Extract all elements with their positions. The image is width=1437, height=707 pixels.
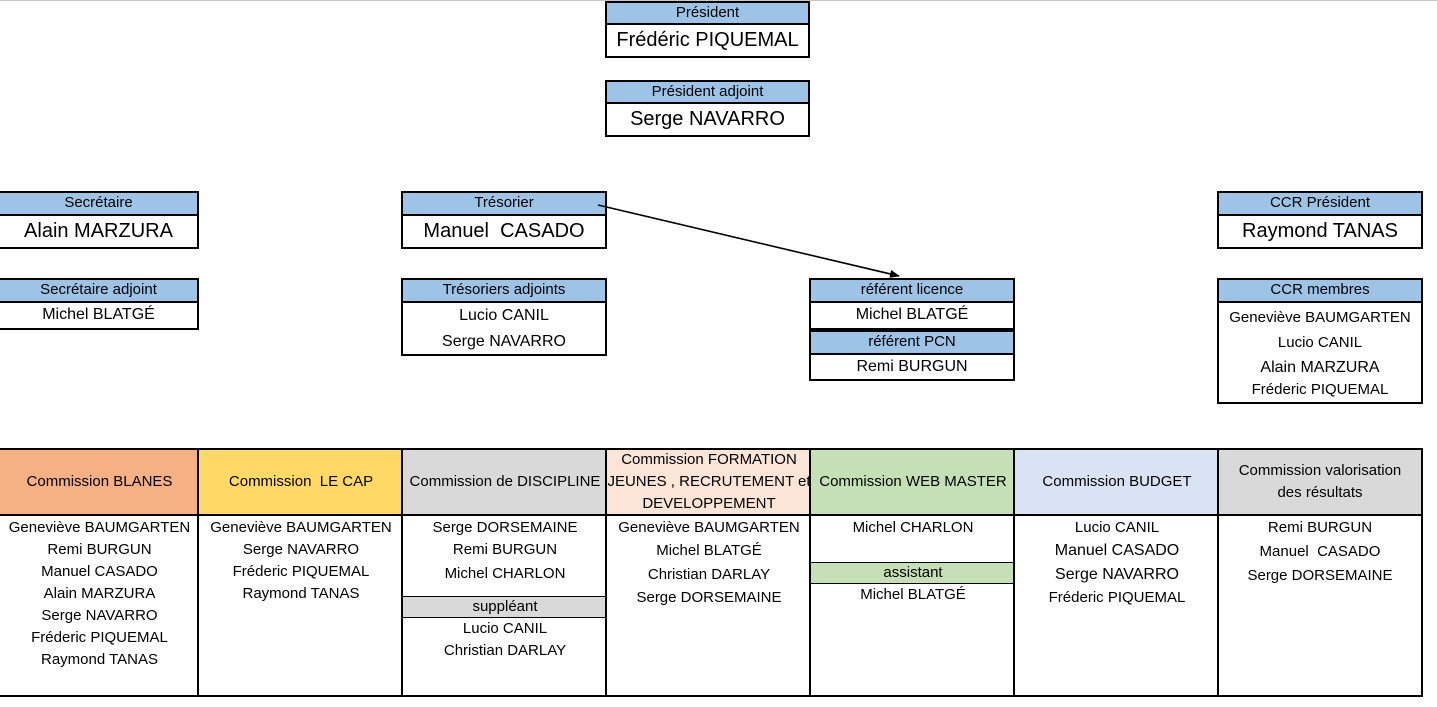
commission-subgroup-header: suppléant [403,596,607,618]
president-title: Président [605,1,810,25]
commission-member: Fréderic PIQUEMAL [1048,589,1186,606]
commission-member: Fréderic PIQUEMAL [31,629,168,646]
commission-formation-header: Commission FORMATION JEUNES , RECRUTEMEN… [605,448,811,516]
commission-blanes-members: Geneviève BAUMGARTEN Remi BURGUN Manuel … [0,516,199,697]
commission-member: Serge NAVARRO [1055,566,1179,583]
ccr-membres-title: CCR membres [1217,278,1423,303]
secretaire-adjoint-name: Michel BLATGÉ [0,303,199,330]
referent-licence-title: référent licence [809,278,1015,303]
commission-member: Manuel CASADO [1259,543,1381,560]
commission-member: Lucio CANIL [462,620,548,637]
commission-title: Commission de DISCIPLINE [409,473,601,490]
sheet-top-border [0,0,1437,1]
referent-pcn-name: Remi BURGUN [809,355,1015,381]
commission-member: Alain MARZURA [43,585,156,602]
commission-title: Commission BUDGET [1042,473,1192,490]
president-adjoint-title: Président adjoint [605,80,810,104]
commission-budget-header: Commission BUDGET [1013,448,1219,516]
commission-title: Commission FORMATION JEUNES , RECRUTEMEN… [607,449,810,515]
commission-member: Christian DARLAY [443,642,567,659]
referent-licence-name: Michel BLATGÉ [809,303,1015,330]
commission-valorisation-members: Remi BURGUN Manuel CASADO Serge DORSEMAI… [1217,516,1423,697]
commission-member: Serge NAVARRO [41,607,158,624]
commission-member: Geneviève BAUMGARTEN [210,519,392,536]
ccr-member: Fréderic PIQUEMAL [1251,381,1389,398]
commission-member: Remi BURGUN [452,541,558,558]
tresorier-title: Trésorier [401,191,607,216]
commission-budget-members: Lucio CANIL Manuel CASADO Serge NAVARRO … [1013,516,1219,697]
commission-member: Christian DARLAY [647,566,771,583]
commission-member: Raymond TANAS [41,651,158,668]
tresoriers-adjoints-list: Lucio CANIL Serge NAVARRO [401,303,607,356]
commission-formation-members: Geneviève BAUMGARTEN Michel BLATGÉ Chris… [605,516,811,697]
ccr-member: Lucio CANIL [1277,334,1363,351]
commission-title: Commission LE CAP [228,473,374,490]
ccr-member: Geneviève BAUMGARTEN [1229,309,1411,326]
tresorier-adjoint-member: Serge NAVARRO [442,333,566,350]
commission-le-cap-members: Geneviève BAUMGARTEN Serge NAVARRO Fréde… [197,516,403,697]
commission-member: Michel CHARLON [852,519,974,536]
commission-le-cap-header: Commission LE CAP [197,448,403,516]
commission-member: Raymond TANAS [242,585,360,602]
commission-member: Serge DORSEMAINE [636,589,782,606]
commission-valorisation-header: Commission valorisation des résultats [1217,448,1423,516]
tresoriers-adjoints-title: Trésoriers adjoints [401,278,607,303]
commission-member: Manuel CASADO [1054,542,1180,559]
tresorier-adjoint-member: Lucio CANIL [459,307,549,324]
commission-title: Commission WEB MASTER [819,473,1007,490]
commission-member: Serge DORSEMAINE [432,519,578,536]
commission-subgroup-header: assistant [811,562,1015,584]
commission-member: Serge DORSEMAINE [1247,567,1393,584]
ccr-member: Alain MARZURA [1260,359,1380,376]
commission-title: Commission BLANES [26,473,173,490]
secretaire-name: Alain MARZURA [0,216,199,249]
president-name: Frédéric PIQUEMAL [605,25,810,58]
commission-title: Commission valorisation des résultats [1239,460,1402,504]
commission-title-line: Commission FORMATION [621,451,797,468]
tresorier-name: Manuel CASADO [401,216,607,249]
commission-member: Michel BLATGÉ [656,542,762,559]
commission-member: Manuel CASADO [41,563,158,580]
commission-web-master-members: Michel CHARLON assistant Michel BLATGÉ [809,516,1015,697]
ccr-president-name: Raymond TANAS [1217,216,1423,249]
commission-member: Michel BLATGÉ [860,586,966,603]
commission-member: Lucio CANIL [1074,519,1160,536]
commission-title-line: JEUNES , RECRUTEMENT et [607,473,811,490]
commission-discipline-members: Serge DORSEMAINE Remi BURGUN Michel CHAR… [401,516,607,697]
commission-title-line: des résultats [1277,484,1363,501]
commission-blanes-header: Commission BLANES [0,448,199,516]
commission-title-line: DEVELOPPEMENT [642,495,776,512]
commission-member: Fréderic PIQUEMAL [232,563,370,580]
commission-member: Serge NAVARRO [242,541,360,558]
commission-member: Michel CHARLON [444,565,566,582]
president-adjoint-name: Serge NAVARRO [605,104,810,137]
commission-discipline-header: Commission de DISCIPLINE [401,448,607,516]
secretaire-title: Secrétaire [0,191,199,216]
ccr-membres-list: Geneviève BAUMGARTEN Lucio CANIL Alain M… [1217,303,1423,404]
ccr-president-title: CCR Président [1217,191,1423,216]
commission-member: Remi BURGUN [47,541,152,558]
commission-web-master-header: Commission WEB MASTER [809,448,1015,516]
commission-title-line: Commission valorisation [1238,462,1402,479]
commission-member: Geneviève BAUMGARTEN [8,519,191,536]
commission-member: Remi BURGUN [1267,519,1373,536]
referent-pcn-title: référent PCN [809,330,1015,355]
commission-member: Geneviève BAUMGARTEN [618,519,800,536]
secretaire-adjoint-title: Secrétaire adjoint [0,278,199,303]
